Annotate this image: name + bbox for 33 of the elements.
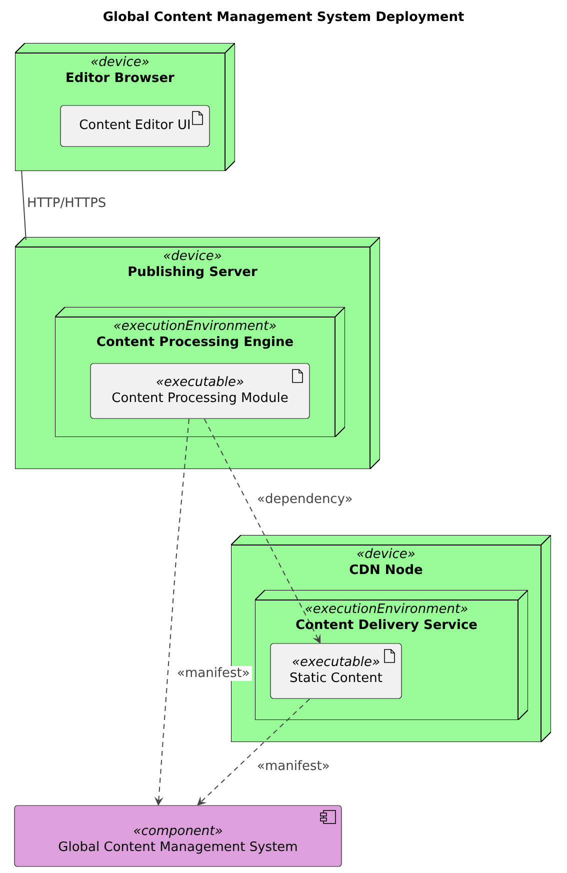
- artifact-box: [270, 643, 402, 699]
- stereotype-label: «device»: [90, 55, 150, 71]
- node-name: Static Content: [289, 671, 382, 687]
- stereotype-label: «device»: [163, 249, 222, 265]
- artifact-box: [60, 105, 210, 147]
- dashed-arrow: [154, 418, 190, 806]
- dashed-arrow: [204, 418, 321, 644]
- node-name: Content Delivery Service: [295, 618, 478, 634]
- stereotype-label: «executionEnvironment»: [304, 602, 468, 618]
- artifact-box: [90, 363, 310, 419]
- edge-label: HTTP/HTTPS: [25, 196, 108, 211]
- edge-label: «dependency»: [255, 492, 355, 507]
- node-name: CDN Node: [349, 563, 423, 579]
- dashed-arrow: [197, 698, 310, 806]
- stereotype-label: «executionEnvironment»: [113, 319, 277, 335]
- device-node: [15, 43, 235, 171]
- device-node: [55, 307, 345, 437]
- connector-line: [21, 170, 26, 240]
- node-name: Publishing Server: [128, 265, 258, 281]
- node-name: Content Editor UI: [79, 118, 191, 134]
- node-name: Global Content Management System: [58, 840, 298, 856]
- node-name: Content Processing Engine: [96, 335, 294, 351]
- node-name: Editor Browser: [66, 71, 174, 87]
- diagram-title: Global Content Management System Deployment: [102, 10, 466, 25]
- device-node: [255, 590, 528, 720]
- stereotype-label: «component»: [133, 824, 223, 840]
- component-box: [14, 805, 342, 867]
- stereotype-label: «executable»: [292, 655, 380, 671]
- edge-label: «manifest»: [175, 666, 252, 681]
- node-name: Content Processing Module: [112, 391, 288, 407]
- stereotype-label: «executable»: [156, 375, 244, 391]
- device-node: [15, 237, 380, 469]
- stereotype-label: «device»: [356, 547, 416, 563]
